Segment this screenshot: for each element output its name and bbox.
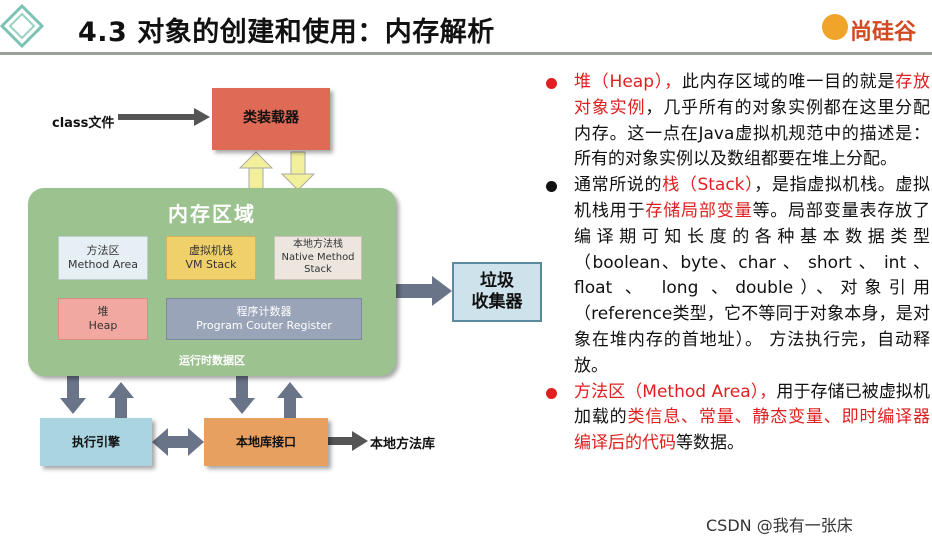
class-file-label: class文件 <box>52 116 115 131</box>
garbage-collector-box: 垃圾 收集器 <box>452 262 542 322</box>
highlight-text: 堆（Heap）， <box>574 72 682 92</box>
body-text: 用于存储已被虚拟机加载的 <box>574 381 930 428</box>
gc-line2: 收集器 <box>471 292 523 312</box>
body-text: 此内存区域的唯一目的就是 <box>681 72 896 92</box>
vm-stack-en: VM Stack <box>185 258 237 271</box>
bullet-dot-icon <box>546 181 557 193</box>
header-divider <box>0 52 932 55</box>
method-area-box: 方法区 Method Area <box>58 236 148 280</box>
vm-stack-cn: 虚拟机栈 <box>189 244 233 258</box>
native-interface-up-arrow <box>277 382 303 418</box>
bullet-dot-icon <box>546 78 557 89</box>
native-library-arrow <box>328 431 368 451</box>
brand-logo-icon <box>822 14 848 40</box>
exec-engine-down-arrow <box>60 376 86 414</box>
class-loader-label: 类装载器 <box>243 110 299 127</box>
runtime-data-area-label: 运行时数据区 <box>179 354 245 367</box>
body-text: ，是指虚拟机栈。虚拟机栈用于 <box>574 175 931 221</box>
native-interface-box: 本地库接口 <box>204 418 328 466</box>
highlight-text: 方法区（Method Area）， <box>574 381 777 402</box>
csdn-watermark: CSDN @我有一张床 <box>706 516 853 535</box>
body-text: 等。局部变量表存放了编译期可知长度的各种基本数据类型（boolean、byte、… <box>574 200 931 376</box>
body-text: 等数据。 <box>676 433 744 454</box>
loader-down-arrow <box>280 151 316 191</box>
bullet-paragraph: 堆（Heap），此内存区域的唯一目的就是存放对象实例，几乎所有的对象实例都在这里… <box>546 70 930 173</box>
heap-cn: 堆 <box>97 305 109 319</box>
memory-area-title: 内存区域 <box>168 202 256 226</box>
highlight-text: 栈（Stack） <box>662 175 755 196</box>
diamond-logo-icon <box>0 4 44 49</box>
gc-arrow <box>396 276 452 306</box>
native-stack-en2: Stack <box>304 264 332 276</box>
diagram-arrows <box>60 108 452 456</box>
execution-engine-box: 执行引擎 <box>40 418 152 466</box>
highlight-text: 存放对象实例 <box>574 72 931 118</box>
native-library-label: 本地方法库 <box>370 437 436 452</box>
native-stack-cn: 本地方法栈 <box>293 239 343 251</box>
explanation-panel: 堆（Heap），此内存区域的唯一目的就是存放对象实例，几乎所有的对象实例都在这里… <box>546 70 930 457</box>
highlight-text: 类信息、常量、静态变量、即时编译器编译后的代码 <box>574 407 931 454</box>
native-interface-label: 本地库接口 <box>235 434 296 449</box>
vm-stack-box: 虚拟机栈 VM Stack <box>166 236 256 280</box>
loader-up-arrow <box>238 151 274 191</box>
pc-register-box: 程序计数器 Program Couter Register <box>166 298 362 340</box>
body-text: ，几乎所有的对象实例都在这里分配内存。这一点在Java虚拟机规范中的描述是：所有… <box>574 97 931 170</box>
exec-native-double-arrow <box>152 428 204 456</box>
pc-register-en: Program Couter Register <box>196 319 332 332</box>
brand-logo-text: 尚硅谷 <box>850 20 917 45</box>
bullet-dot-icon <box>546 387 557 399</box>
native-method-stack-box: 本地方法栈 Native Method Stack <box>274 236 362 280</box>
header-bar: 4.3 对象的创建和使用：内存解析 尚硅谷 <box>0 0 932 56</box>
pc-register-cn: 程序计数器 <box>236 305 292 319</box>
class-loader-box: 类装载器 <box>212 88 330 150</box>
native-stack-en1: Native Method <box>281 251 355 263</box>
execution-engine-label: 执行引擎 <box>71 434 120 449</box>
memory-area-box <box>28 188 396 376</box>
method-area-en: Method Area <box>67 258 139 271</box>
heap-en: Heap <box>88 319 118 332</box>
gc-line1: 垃圾 <box>480 270 514 291</box>
highlight-text: 存储局部变量 <box>645 200 753 221</box>
method-area-cn: 方法区 <box>86 244 120 258</box>
class-file-arrow <box>118 108 210 126</box>
body-text: 通常所说的 <box>574 175 663 196</box>
bullet-paragraph: 通常所说的栈（Stack），是指虚拟机栈。虚拟机栈用于存储局部变量等。局部变量表… <box>546 173 930 379</box>
bullet-paragraph: 方法区（Method Area），用于存储已被虚拟机加载的类信息、常量、静态变量… <box>546 380 930 457</box>
page-title: 4.3 对象的创建和使用：内存解析 <box>78 17 495 48</box>
native-interface-down-arrow <box>229 376 255 414</box>
heap-box: 堆 Heap <box>58 298 148 340</box>
exec-engine-up-arrow <box>108 382 134 418</box>
